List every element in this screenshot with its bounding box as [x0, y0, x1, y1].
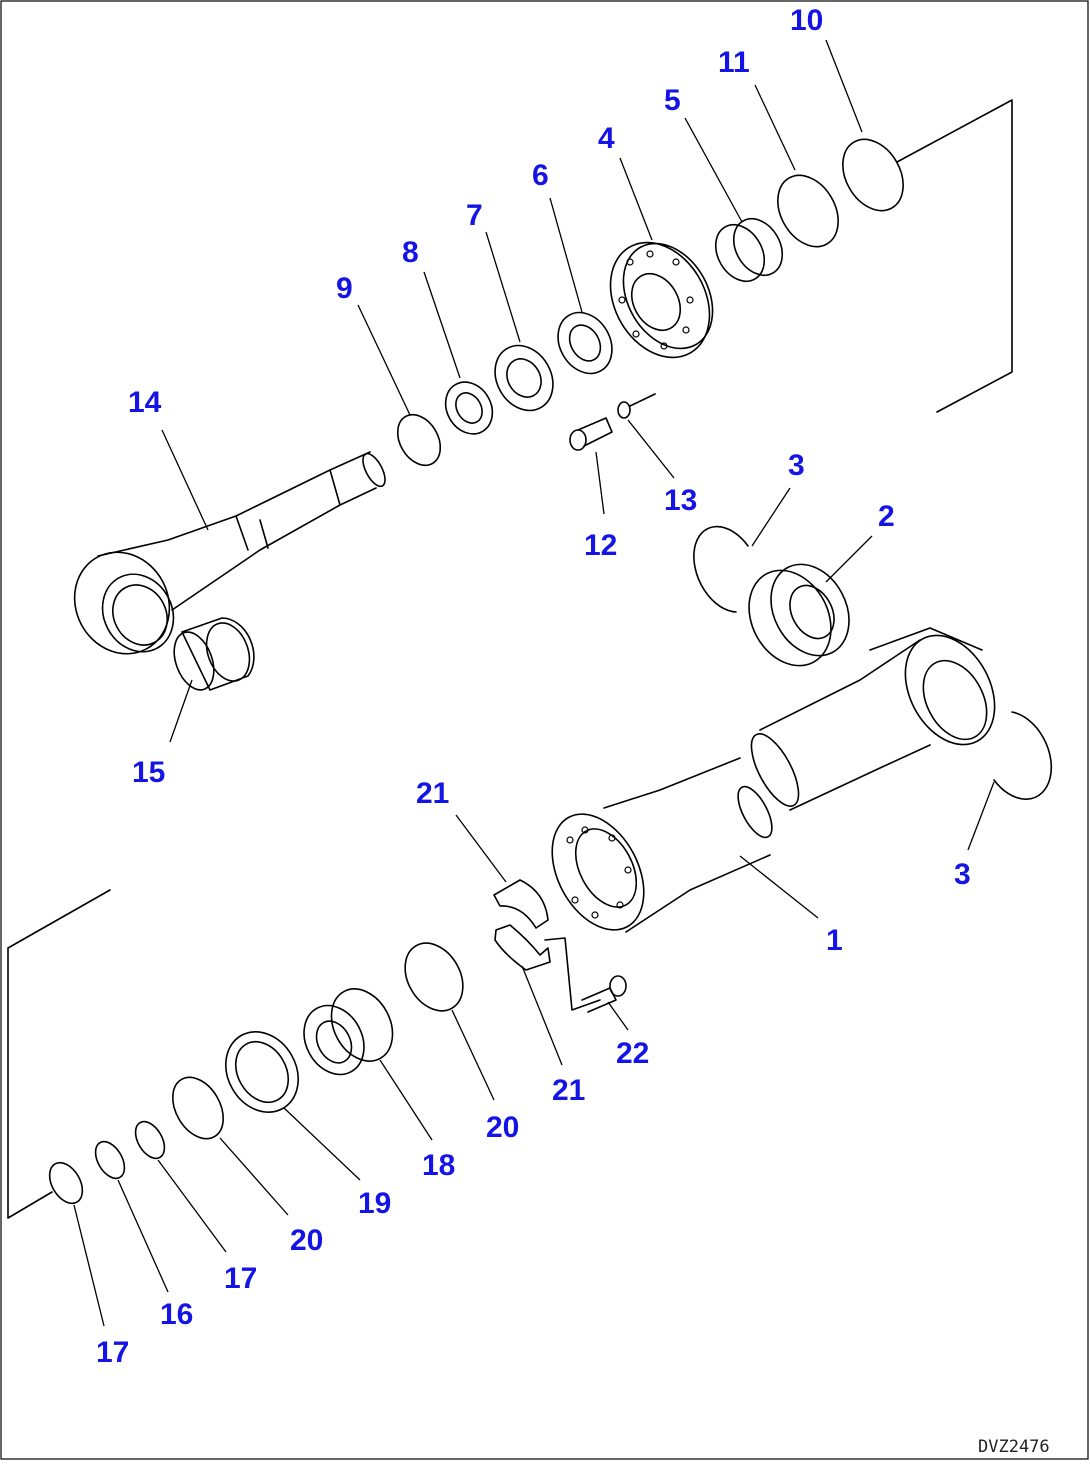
ring-part-10: [842, 138, 904, 212]
piston-part-2: [748, 563, 850, 667]
part-label-5: 5: [664, 84, 681, 117]
cylinder-tube: [750, 627, 996, 811]
cylinder-part-1: [551, 757, 773, 933]
piston-part-18: [303, 988, 394, 1076]
ring-part-19: [225, 1031, 299, 1113]
part-label-16: 16: [160, 1298, 193, 1331]
bolt-part-22: [581, 975, 627, 1013]
part-label-7: 7: [466, 199, 483, 232]
nut-part-8: [444, 381, 494, 435]
part-label-2: 2: [878, 500, 895, 533]
part-label-20-lower: 20: [290, 1224, 323, 1257]
seal-part-17-upper: [134, 1120, 166, 1160]
part-label-4: 4: [598, 122, 615, 155]
piston-ring-part-6: [557, 311, 613, 375]
part-label-17-upper: 17: [224, 1262, 257, 1295]
bushing-part-5: [714, 217, 784, 283]
bushing-part-20-upper: [404, 942, 464, 1012]
bracket-upper: [896, 99, 1013, 413]
cylinder-head-part-4: [609, 241, 714, 359]
part-label-6: 6: [532, 159, 549, 192]
part-label-18: 18: [422, 1149, 455, 1182]
bushing-part-15: [173, 617, 255, 691]
part-label-3-upper: 3: [788, 449, 805, 482]
part-label-19: 19: [358, 1187, 391, 1220]
part-label-10: 10: [790, 4, 823, 37]
part-label-22: 22: [616, 1037, 649, 1070]
bushing-part-20-lower: [171, 1076, 225, 1140]
seal-part-16: [94, 1140, 126, 1180]
bracket-lower: [7, 889, 111, 1219]
piston-part-7: [494, 344, 554, 412]
part-label-11: 11: [718, 46, 750, 79]
part-label-21-lower: 21: [552, 1074, 585, 1107]
part-label-15: 15: [132, 756, 165, 789]
piston-rod-part-14: [73, 451, 386, 655]
washer-part-13: [617, 393, 656, 419]
seal-part-17-lower: [48, 1161, 84, 1205]
part-label-3-lower: 3: [954, 858, 971, 891]
part-label-8: 8: [402, 236, 419, 269]
part-label-12: 12: [584, 529, 617, 562]
snap-ring-part-3-lower: [993, 711, 1053, 800]
snap-ring-part-9: [396, 413, 442, 467]
part-label-14: 14: [128, 386, 162, 419]
part-label-9: 9: [336, 272, 353, 305]
split-ring-part-21: [493, 879, 551, 971]
snap-ring-part-3-upper: [693, 525, 749, 613]
part-label-17-lower: 17: [96, 1336, 129, 1369]
part-label-13: 13: [664, 484, 697, 517]
leader-lines: [73, 39, 995, 1327]
part-label-1: 1: [826, 924, 843, 957]
ring-part-11: [777, 174, 839, 248]
part-label-20-upper: 20: [486, 1111, 519, 1144]
bolt-part-12: [569, 417, 613, 451]
part-label-21-upper: 21: [416, 777, 449, 810]
drawing-code: DVZ2476: [978, 1437, 1050, 1457]
connector-line-21-22: [544, 937, 601, 1011]
